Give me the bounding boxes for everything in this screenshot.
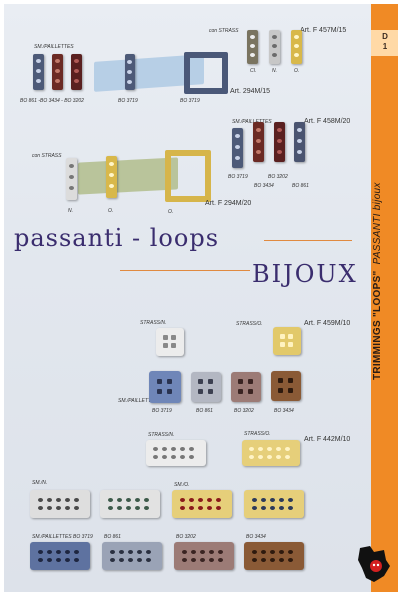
square-strass-n	[156, 328, 184, 356]
loop-strass-o-2	[106, 156, 117, 198]
con-strass-label-1: con STRASS	[209, 28, 239, 34]
section-code: D 1	[382, 32, 388, 51]
bar-blue	[30, 542, 90, 570]
bar-brown	[244, 542, 304, 570]
square-rose	[231, 372, 261, 402]
buckle-blue	[184, 52, 228, 94]
title-rule-top	[264, 240, 352, 241]
bar-sm-n-2	[100, 490, 160, 518]
letter-o-1: O.	[294, 68, 300, 74]
sidebar-label-italic: PASSANTI bijoux	[372, 182, 383, 265]
loop-red-2	[274, 122, 285, 162]
loop-strass-n	[269, 30, 280, 64]
square-brown	[271, 371, 301, 401]
code-single-1: BO 3719	[118, 98, 138, 104]
title-bijoux: BIJOUX	[252, 260, 358, 288]
title-passanti-loops: passanti - loops	[14, 224, 220, 252]
strass-n-label-4: STRASS/N.	[148, 432, 175, 438]
code-4-c: BO 3202	[176, 534, 196, 540]
strass-o-label-4: STRASS/O.	[244, 431, 271, 437]
sm-paillettes-label-1: SM./PAILLETTES	[34, 44, 74, 50]
bar-strass-o	[242, 440, 300, 466]
code-4-a: SM./PAILLETTES BO 3719	[32, 534, 93, 540]
letter-o-2: O.	[108, 208, 114, 214]
section-sidebar	[371, 4, 398, 592]
bar-rose	[174, 542, 234, 570]
sidebar-label: TRIMMINGS "LOOPS" PASSANTI bijoux	[372, 180, 383, 380]
sm-paillettes-label-3: SM./PAILLETTES	[118, 398, 158, 404]
title-rule-bottom	[120, 270, 250, 271]
loop-brown-1	[52, 54, 63, 90]
sm-o-label: SM./O.	[174, 482, 190, 488]
square-strass-o	[273, 327, 301, 355]
codes-left-1: BO 861 -BO 3434 - BO 3202	[20, 98, 84, 104]
code-3-c: BO 3202	[234, 408, 254, 414]
loop-strass-n-2	[66, 158, 77, 200]
code-buckle-1: BO 3719	[180, 98, 200, 104]
brand-logo	[358, 546, 390, 582]
strass-n-label-3: STRASS/N.	[140, 320, 167, 326]
sm-n-label: SM./N.	[32, 480, 48, 486]
code-2-b: BO 3202	[268, 174, 288, 180]
code-3-d: BO 3434	[274, 408, 294, 414]
strap-green	[78, 157, 178, 195]
code-4-b: BO 861	[104, 534, 121, 540]
loop-red-1	[71, 54, 82, 90]
square-blue	[149, 371, 181, 403]
buckle-gold	[165, 150, 211, 202]
section-tab	[371, 30, 398, 56]
code-4-d: BO 3434	[246, 534, 266, 540]
bar-sm-o-1	[172, 490, 232, 518]
sm-paillettes-label-2: SM./PAILLETTES	[232, 119, 272, 125]
con-strass-label-2: con STRASS	[32, 153, 62, 159]
art-buckle-2: Art. F 294M/20	[205, 200, 252, 207]
art-4: Art. F 442M/10	[304, 436, 351, 443]
art-right-2: Art. F 458M/20	[304, 118, 351, 125]
code-2-c: BO 3434	[254, 183, 274, 189]
loop-blue-2	[232, 128, 243, 168]
bar-strass-n	[146, 440, 206, 466]
strass-o-label-3: STRASS/O.	[236, 321, 263, 327]
code-2-d: BO 861	[292, 183, 309, 189]
sidebar-label-bold: TRIMMINGS "LOOPS"	[372, 270, 383, 380]
loop-grey-2	[294, 122, 305, 162]
bar-sm-o-2	[244, 490, 304, 518]
code-3-a: BO 3719	[152, 408, 172, 414]
letter-ci: CI.	[250, 68, 257, 74]
art-3: Art. F 459M/10	[304, 320, 351, 327]
square-grey	[191, 372, 221, 402]
loop-single-1	[125, 54, 135, 90]
code-3-b: BO 861	[196, 408, 213, 414]
letter-n-2: N.	[68, 208, 73, 214]
loop-strass-o	[291, 30, 302, 64]
code-2-a: BO 3719	[228, 174, 248, 180]
loop-brown-2	[253, 122, 264, 162]
art-right-1: Art. F 457M/15	[300, 27, 347, 34]
bar-grey	[102, 542, 162, 570]
art-buckle-1: Art. 294M/15	[230, 88, 271, 95]
loop-strass-ci	[247, 30, 258, 64]
bar-sm-n-1	[30, 490, 90, 518]
letter-o-3: O.	[168, 209, 174, 215]
loop-blue-1	[33, 54, 44, 90]
letter-n-1: N.	[272, 68, 277, 74]
